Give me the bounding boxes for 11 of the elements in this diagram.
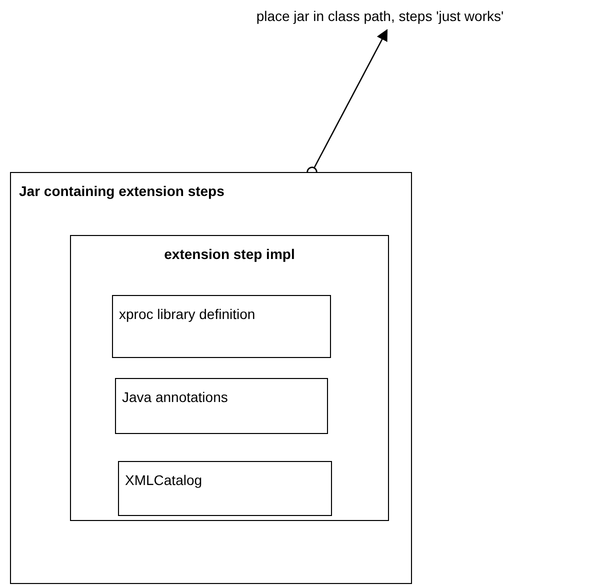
- item-box: [115, 378, 328, 434]
- box-label: extension step impl: [163, 246, 296, 262]
- item-box: [112, 295, 331, 358]
- box-label: XMLCatalog: [125, 472, 202, 488]
- annotation-text: place jar in class path, steps 'just works': [255, 8, 505, 24]
- box-label: xproc library definition: [119, 306, 256, 322]
- item-box: [118, 461, 332, 516]
- box-label: Java annotations: [122, 389, 228, 405]
- component-box: [70, 235, 389, 521]
- box-label: Jar containing extension steps: [19, 183, 224, 199]
- container-box: [10, 172, 412, 584]
